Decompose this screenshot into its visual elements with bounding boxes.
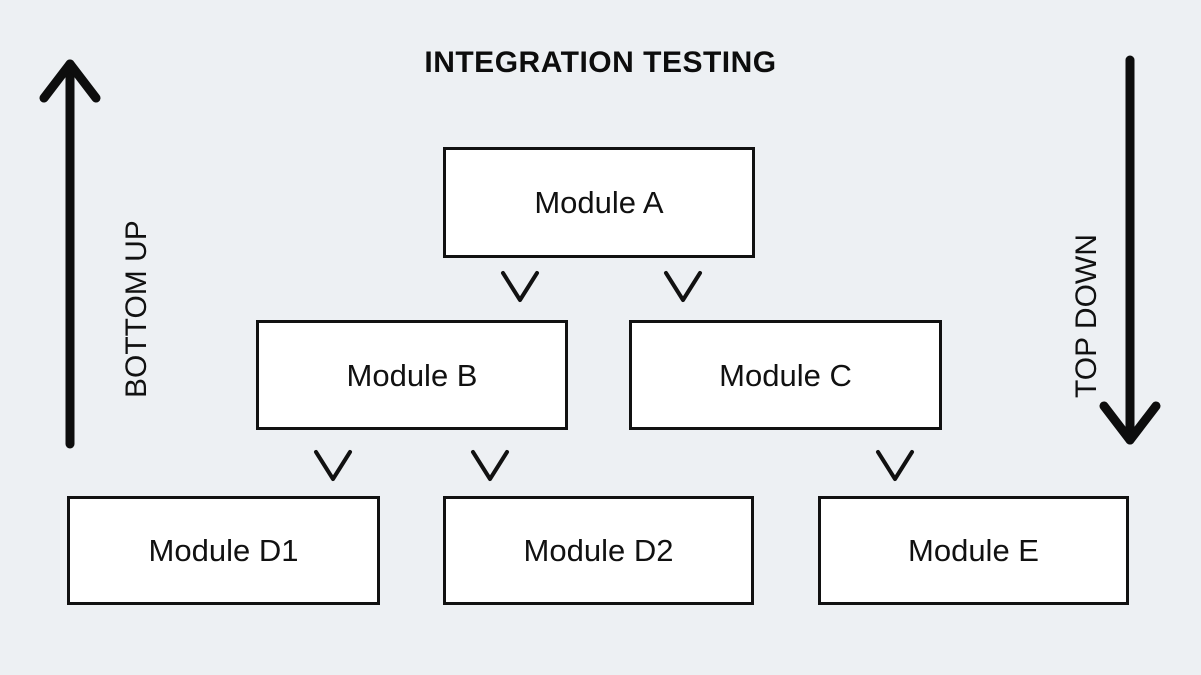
module-node-label: Module D2 [523,533,674,568]
chevron-down-icon [313,449,353,483]
module-node-label: Module C [719,357,852,393]
arrow-up-icon [38,52,102,452]
module-node-d1[interactable]: Module D1 [67,496,380,605]
module-node-label: Module D1 [148,533,299,568]
bottom-up-label: BOTTOM UP [120,220,153,398]
top-down-label: TOP DOWN [1070,234,1103,398]
module-node-label: Module B [346,357,478,393]
chevron-down-icon [500,270,540,304]
chevron-down-icon [875,449,915,483]
module-node-c[interactable]: Module C [629,320,942,430]
module-node-label: Module E [908,533,1039,568]
module-node-e[interactable]: Module E [818,496,1129,605]
module-node-d2[interactable]: Module D2 [443,496,754,605]
module-node-label: Module A [534,185,664,220]
chevron-down-icon [663,270,703,304]
arrow-down-icon [1098,52,1162,452]
chevron-down-icon [470,449,510,483]
page-title: INTEGRATION TESTING [424,46,777,79]
module-node-a[interactable]: Module A [443,147,755,258]
module-node-b[interactable]: Module B [256,320,568,430]
